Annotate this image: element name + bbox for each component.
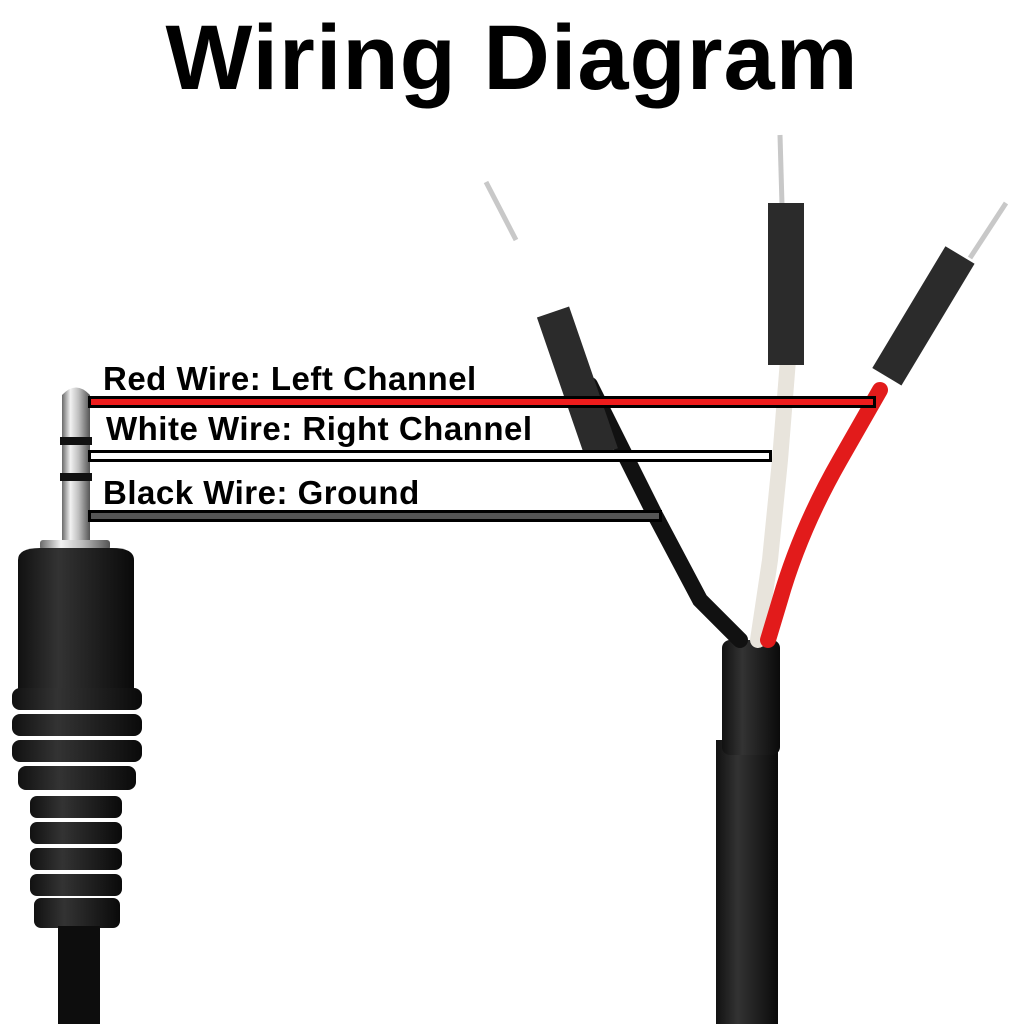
white-wire-bar <box>88 450 772 462</box>
red-wire-bar <box>88 396 876 408</box>
page-title: Wiring Diagram <box>165 7 859 109</box>
black-wire-label: Black Wire: Ground <box>103 474 420 511</box>
split-cable-icon <box>483 134 1009 1024</box>
red-wire-label: Red Wire: Left Channel <box>103 360 477 397</box>
white-wire-label: White Wire: Right Channel <box>106 410 533 447</box>
audio-jack-icon <box>12 387 142 1024</box>
black-wire-bar <box>88 510 662 522</box>
